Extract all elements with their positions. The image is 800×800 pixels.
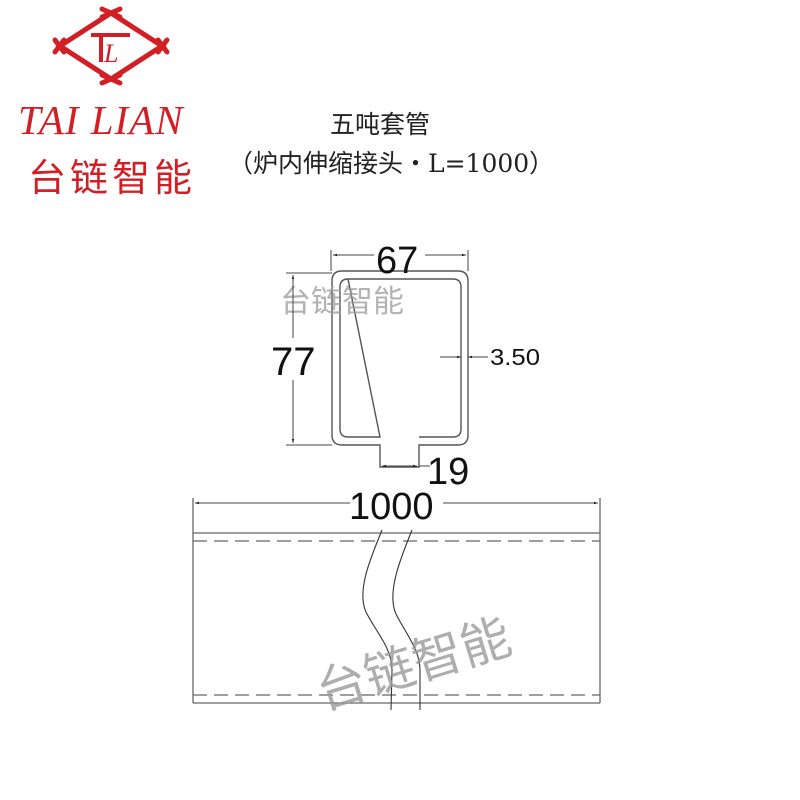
tailian-logo-icon: L — [52, 6, 170, 86]
watermark-small: 台链智能 — [280, 284, 404, 320]
drawing-subtitle: （炉内伸缩接头・L=1000） — [228, 149, 555, 178]
height-dimension-label: 77 — [271, 340, 316, 384]
brand-name-en: TAI LIAN — [18, 97, 184, 143]
wall-thickness-label: 3.50 — [490, 344, 540, 370]
drawing-title: 五吨套管 — [330, 110, 431, 139]
width-dimension-label: 67 — [376, 240, 418, 282]
profile-outer-contour — [331, 270, 469, 468]
profile-view — [331, 270, 469, 468]
profile-inner-contour — [339, 278, 462, 438]
side-view — [192, 498, 601, 704]
slot-width-label: 19 — [427, 451, 469, 493]
svg-text:L: L — [103, 39, 118, 68]
watermark-large: 台链智能 — [310, 608, 518, 722]
break-lines — [362, 529, 421, 711]
brand-name-cn: 台链智能 — [28, 156, 197, 200]
length-dimension-label: 1000 — [349, 486, 434, 528]
